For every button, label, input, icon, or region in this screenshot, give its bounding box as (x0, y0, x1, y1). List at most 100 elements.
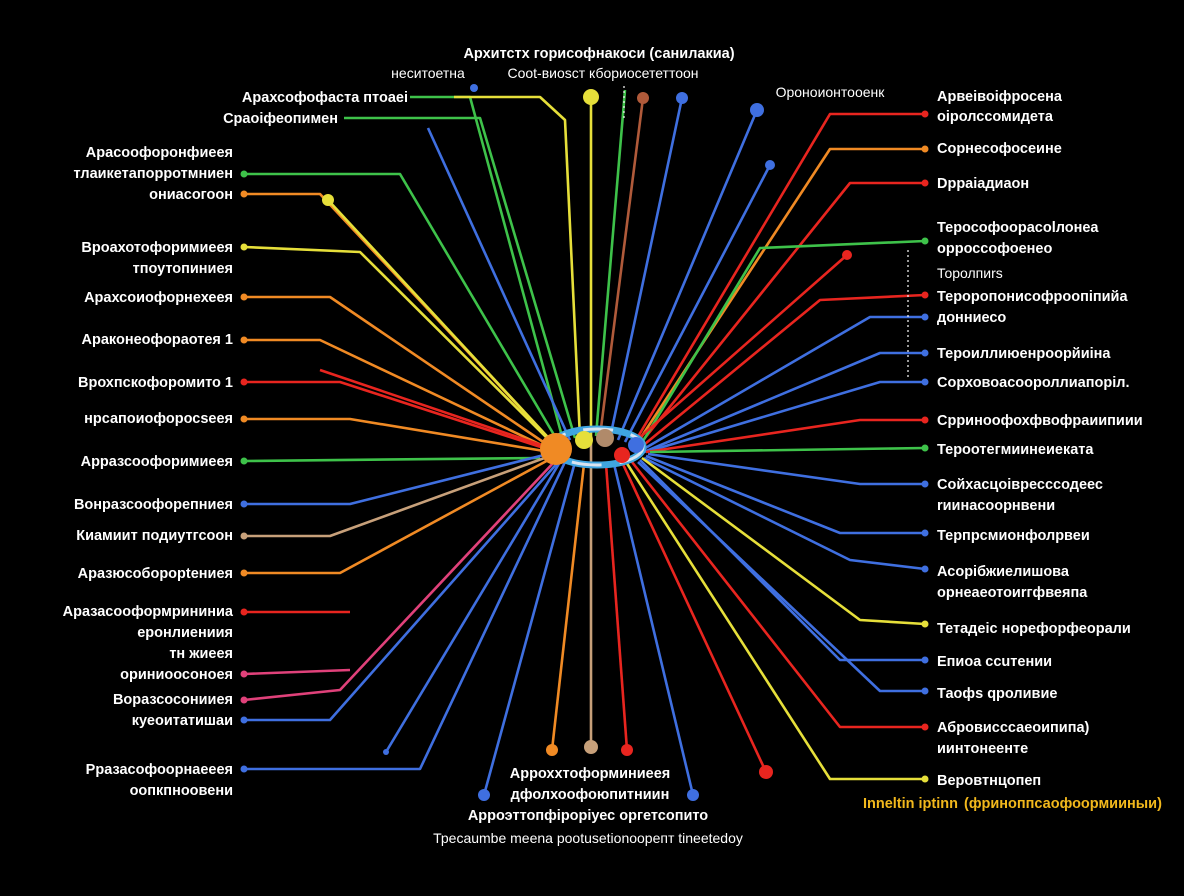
connector-endpoint (921, 656, 929, 664)
connector-line (638, 239, 926, 447)
node-dot (470, 84, 478, 92)
connector-endpoint (921, 237, 929, 245)
connector-line (327, 199, 557, 447)
title-subline-right: Сооt-виоsст кбоpиосететтоон (507, 65, 698, 81)
node-dot (322, 194, 334, 206)
connector-line (244, 295, 553, 450)
connector-endpoint (240, 378, 248, 386)
left-label: Аразасооформрининиа (63, 604, 234, 620)
connector-endpoint (921, 349, 929, 357)
connector-line (244, 380, 557, 454)
right-label: Терпрсмионфолрвеи (937, 528, 1090, 544)
left-label: тн жиеея (169, 646, 233, 662)
right-label: оiролссомидета (937, 109, 1054, 125)
connector-endpoint (921, 378, 929, 386)
connector-endpoint (240, 716, 248, 724)
right-label: Епиоа ссuтении (937, 654, 1052, 670)
connector-endpoint (240, 765, 248, 773)
connector-line (645, 418, 925, 454)
left-labels: Арахсофофаста птоаеi Сраоiфеопимен Арасо… (63, 90, 408, 799)
left-label: нрсапоиофоросsеея (84, 411, 233, 427)
connector-endpoint (240, 569, 248, 577)
right-label: Тетадеiс норефорфеорали (937, 621, 1131, 637)
right-label: Асорiбжиелишова (937, 564, 1070, 580)
connector-endpoint (240, 170, 248, 178)
right-label: Терософоорасоlлонеа (937, 220, 1099, 236)
connector-line (244, 338, 553, 452)
connector-endpoint (240, 336, 248, 344)
connector-lines (243, 89, 926, 796)
connector-endpoint (921, 179, 929, 187)
connector-line (634, 112, 925, 441)
connector-line (550, 463, 586, 751)
right-label: Сорховоасоороллиапорiл. (937, 375, 1129, 391)
connector-endpoint (921, 529, 929, 537)
title-subline-left: неситоетна (391, 65, 465, 81)
connector-line (608, 97, 684, 439)
bottom-right-yellow-right: (фриноппсаофоормииныи) (964, 796, 1162, 812)
node-dot (676, 92, 688, 104)
left-label: Араконеофораотея 1 (82, 332, 234, 348)
right-label: Тероотегмиинеиеката (937, 442, 1094, 458)
right-label: орроссофоенео (937, 241, 1052, 257)
hub-node-blue (628, 437, 644, 453)
connector-line (243, 456, 541, 463)
bottom-caption: Трecаumbе meena роotusetionooрепт tineеt… (433, 830, 743, 846)
connector-endpoint (240, 190, 248, 198)
connector-line (641, 315, 925, 452)
left-label: тпоутопиниея (133, 261, 233, 277)
left-label: Рразасофоорнаееея (86, 762, 233, 778)
connector-endpoint (921, 416, 929, 424)
endpoint-nodes (240, 84, 929, 801)
connector-endpoint (240, 670, 248, 678)
connector-endpoint (240, 293, 248, 301)
left-label: Аразюсоборорtениея (78, 566, 233, 582)
left-label: оопкпноовени (130, 783, 233, 799)
connector-line (643, 456, 926, 571)
hub-node-orange (540, 433, 572, 465)
connector-endpoint (240, 457, 248, 465)
connector-endpoint (921, 565, 929, 573)
connector-endpoint (240, 532, 248, 540)
connector-line (649, 446, 926, 454)
bottom-center-label: Арроэттопфiрорiуес оргетсопито (468, 808, 708, 824)
connector-endpoint (921, 723, 929, 731)
central-hub (540, 425, 647, 469)
hub-node-yellow (575, 431, 593, 449)
right-label: донниесо (937, 310, 1006, 326)
connector-endpoint (921, 444, 929, 452)
connector-line (641, 456, 926, 626)
connector-line (643, 351, 925, 454)
right-label: Абровисссаеоипипа) (937, 720, 1090, 736)
top-right-label: Ороноионтооенк (776, 84, 886, 100)
connector-line (645, 380, 925, 454)
connector-endpoint (240, 243, 248, 251)
right-label: Тероропонисофроопiпийа (937, 289, 1128, 305)
connector-line (244, 454, 551, 538)
connector-line (244, 461, 567, 771)
connector-line (319, 368, 551, 450)
connector-line (598, 97, 645, 437)
connector-endpoint (240, 500, 248, 508)
connector-line (243, 459, 557, 702)
connector-line (244, 459, 561, 722)
left-label: Киамиит подиутгсоон (76, 528, 233, 544)
connector-line (454, 95, 582, 439)
connector-line (630, 461, 925, 729)
left-label: тлаикетапорротмниен (73, 166, 233, 182)
connector-endpoint (921, 291, 929, 299)
connector-endpoint (240, 696, 248, 704)
connector-line (624, 461, 925, 781)
right-label: Сорнесофосеине (937, 141, 1062, 157)
connector-line (426, 127, 572, 441)
node-dot (687, 789, 699, 801)
left-label: ориниоосоноея (120, 667, 233, 683)
node-dot (750, 103, 764, 117)
connector-line (482, 461, 577, 796)
connector-line (637, 461, 925, 693)
right-label: Арвеiвоiфросена (937, 89, 1063, 105)
right-label: Dрраiадиаон (937, 176, 1029, 192)
node-dot (584, 740, 598, 754)
right-label: Сойхасцоiвресссодеес (937, 477, 1103, 493)
node-dot (765, 160, 775, 170)
